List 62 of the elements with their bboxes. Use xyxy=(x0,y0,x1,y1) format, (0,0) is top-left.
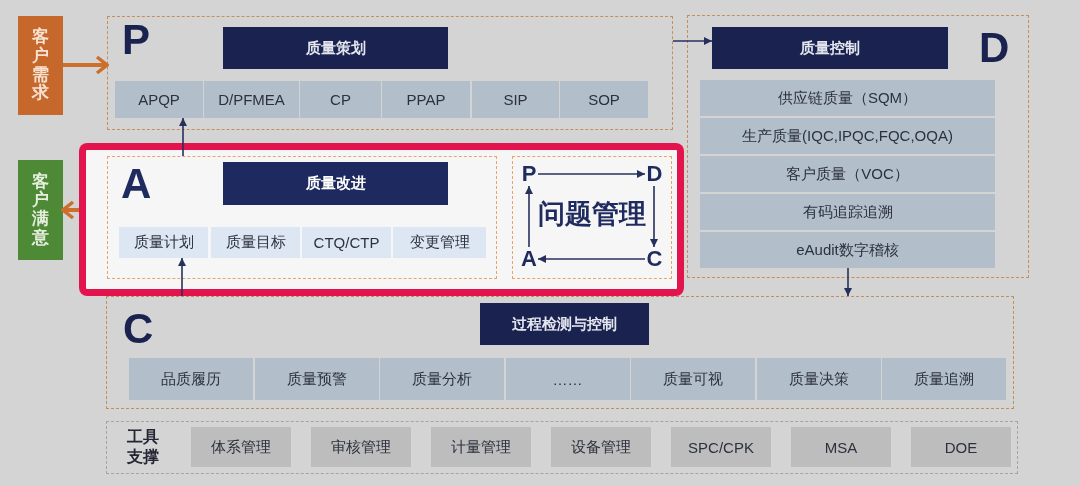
arrow xyxy=(63,55,109,75)
cycle-letter: D xyxy=(645,162,664,186)
item-tile: D/PFMEA xyxy=(204,81,299,118)
arrow xyxy=(650,185,658,248)
arrow xyxy=(178,257,186,297)
tool-tile: DOE xyxy=(911,427,1011,467)
phase-letter: D xyxy=(979,26,1010,69)
item-tile: SOP xyxy=(560,81,648,118)
title-bar: 质量改进 xyxy=(223,162,448,205)
item-row: 生产质量(IQC,IPQC,FQC,OQA) xyxy=(700,118,995,154)
item-tile: 质量分析 xyxy=(380,358,504,400)
cycle-letter: A xyxy=(520,247,538,271)
item-tile: 品质履历 xyxy=(129,358,253,400)
vertical-banner: 客户满意 xyxy=(18,160,63,260)
row-label: 工具支撑 xyxy=(127,427,159,467)
item-row: 有码追踪追溯 xyxy=(700,194,995,230)
arrow xyxy=(179,117,187,157)
item-tile: PPAP xyxy=(382,81,470,118)
title-bar: 质量控制 xyxy=(712,27,948,69)
item-tile: 质量可视 xyxy=(631,358,755,400)
arrow xyxy=(844,267,852,297)
item-tile: 质量预警 xyxy=(254,358,379,400)
item-tile: 变更管理 xyxy=(393,227,486,258)
phase-panel xyxy=(107,156,497,279)
phase-panel xyxy=(106,296,1014,409)
cycle-letter: P xyxy=(520,162,538,186)
phase-panel xyxy=(107,16,673,130)
arrow xyxy=(537,255,646,263)
phase-letter: A xyxy=(121,162,152,205)
item-row: eAudit数字稽核 xyxy=(700,232,995,268)
arrow xyxy=(537,170,646,178)
arrow xyxy=(672,37,713,45)
item-tile: …… xyxy=(505,358,630,400)
tool-tile: 设备管理 xyxy=(551,427,651,467)
tool-tile: MSA xyxy=(791,427,891,467)
phase-letter: P xyxy=(122,18,150,61)
phase-letter: C xyxy=(123,307,154,350)
item-tile: APQP xyxy=(115,81,203,118)
title-bar: 过程检测与控制 xyxy=(480,303,649,345)
item-tile: CP xyxy=(300,81,381,118)
item-row: 供应链质量（SQM） xyxy=(700,80,995,116)
tool-panel xyxy=(106,421,1018,474)
phase-panel xyxy=(687,15,1029,278)
item-tile: 质量目标 xyxy=(211,227,300,258)
item-tile: SIP xyxy=(472,81,559,118)
tool-tile: 体系管理 xyxy=(191,427,291,467)
item-tile: 质量追溯 xyxy=(882,358,1006,400)
arrow xyxy=(525,185,533,248)
item-tile: 质量计划 xyxy=(119,227,208,258)
item-tile: CTQ/CTP xyxy=(302,227,391,258)
arrow xyxy=(61,200,79,220)
item-row: 客户质量（VOC） xyxy=(700,156,995,192)
panel-title: 问题管理 xyxy=(538,200,646,230)
cycle-panel xyxy=(512,156,672,279)
cycle-letter: C xyxy=(645,247,664,271)
title-bar: 质量策划 xyxy=(223,27,448,69)
vertical-banner: 客户需求 xyxy=(18,16,63,115)
highlight-frame xyxy=(79,143,684,296)
tool-tile: SPC/CPK xyxy=(671,427,771,467)
tool-tile: 计量管理 xyxy=(431,427,531,467)
tool-tile: 审核管理 xyxy=(311,427,411,467)
item-tile: 质量决策 xyxy=(756,358,881,400)
